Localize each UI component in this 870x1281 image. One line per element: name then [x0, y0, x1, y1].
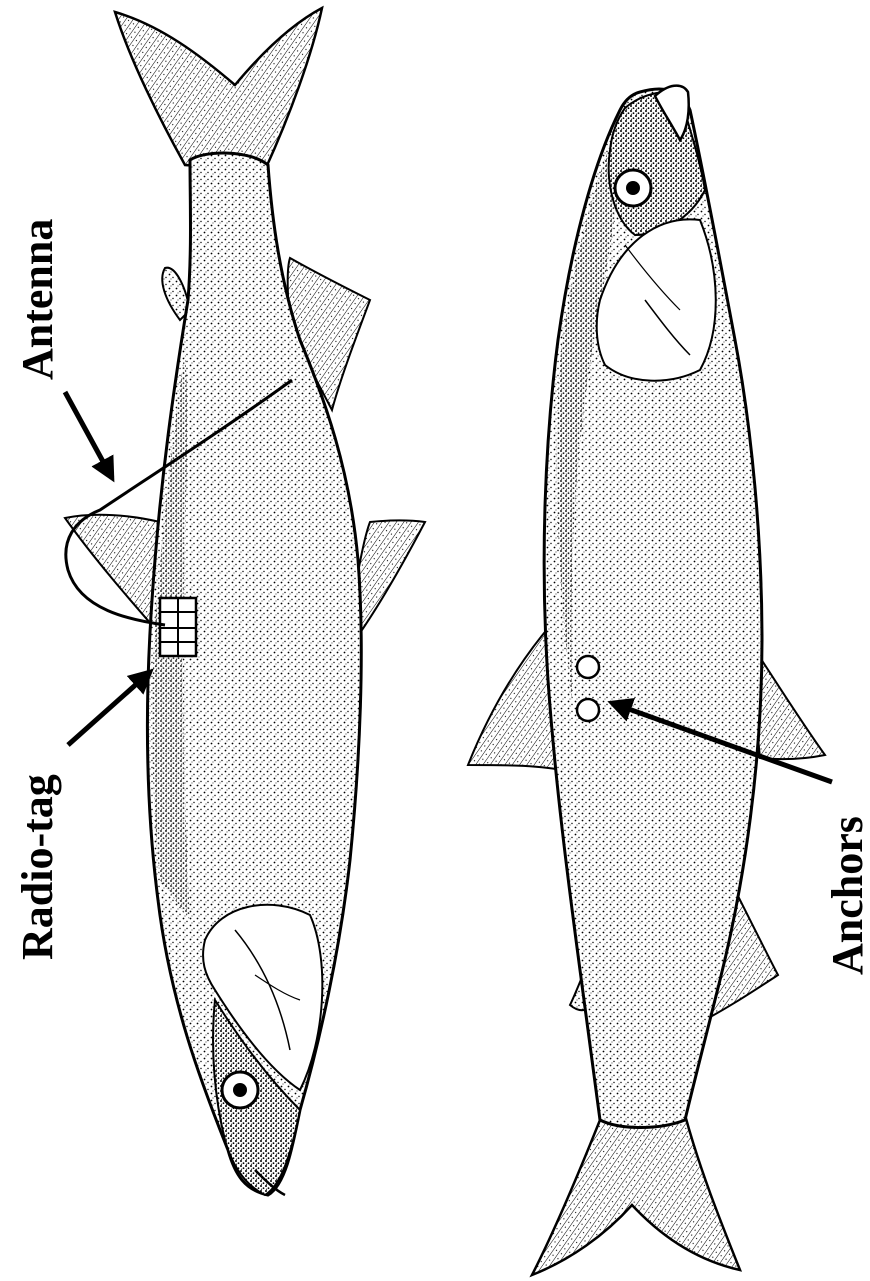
anchors-label: Anchors [823, 816, 870, 975]
right-fish-pelvic-fin [755, 650, 825, 759]
antenna-arrow [65, 392, 112, 478]
radio-tag-label: Radio-tag [13, 774, 62, 960]
left-fish-pelvic-fin [355, 521, 425, 641]
anchor-tag [577, 699, 599, 721]
antenna-label: Antenna [13, 219, 62, 380]
right-fish-pupil [626, 181, 640, 195]
radio-tag-arrow [68, 672, 150, 745]
left-fish-tail-fin [115, 8, 322, 170]
left-fish [65, 8, 425, 1195]
right-fish [468, 86, 825, 1275]
right-fish-tail-fin [532, 1115, 740, 1275]
radio-tag-device [160, 598, 196, 656]
left-fish-pupil [233, 1083, 247, 1097]
anchor-tag [577, 656, 599, 678]
